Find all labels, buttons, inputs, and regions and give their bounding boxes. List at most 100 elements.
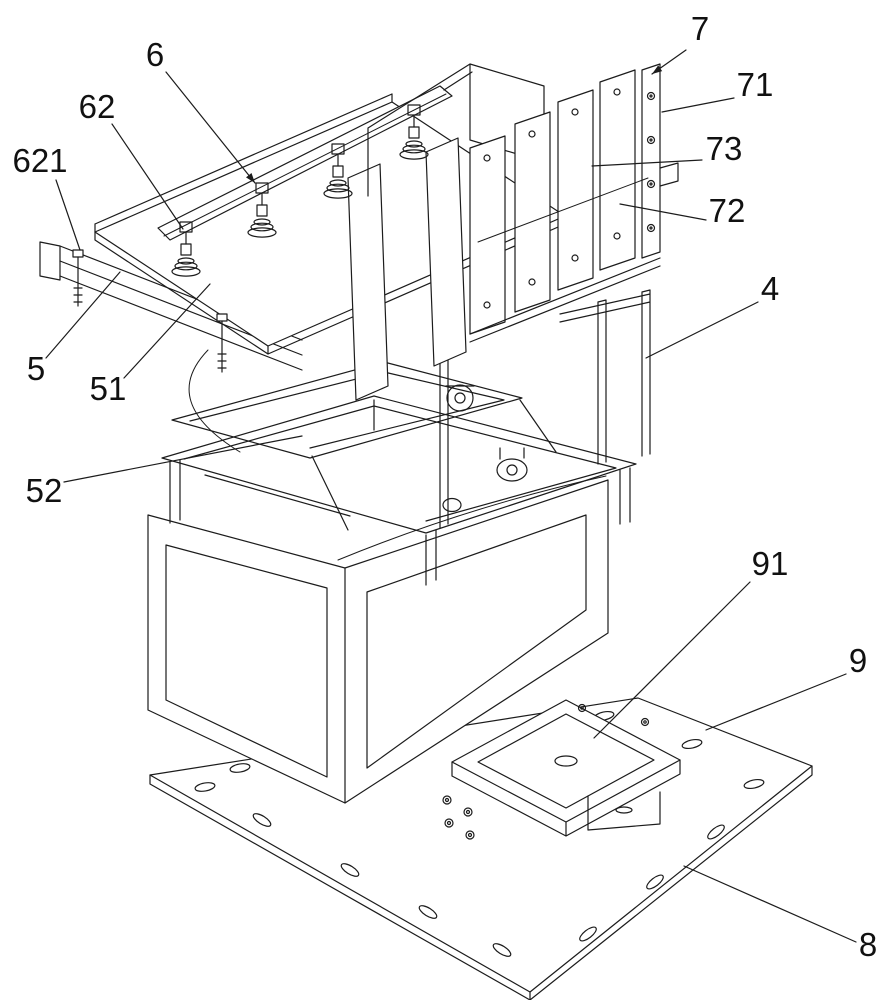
- cup-cylinder: [408, 126, 420, 139]
- suction-unit-62: [323, 143, 353, 199]
- rotary-plate-9: [451, 699, 681, 837]
- motor-mount: [499, 447, 525, 460]
- base-plate-thickness: [149, 765, 813, 1000]
- suction-unit-62: [247, 182, 277, 238]
- motor-shaft: [506, 464, 518, 476]
- slot-hole: [579, 926, 597, 942]
- guide-panel: [469, 135, 506, 335]
- coupling: [442, 497, 462, 513]
- bellows: [326, 183, 350, 193]
- leader-9: [705, 673, 847, 731]
- frame-rim-outer: [161, 395, 637, 534]
- label-51: 51: [90, 370, 127, 407]
- cup-cylinder: [180, 243, 192, 256]
- leader-52: [63, 435, 303, 483]
- slot-hole: [252, 813, 272, 827]
- panel-bolts: [483, 88, 656, 309]
- guide-panel-73: [557, 89, 594, 291]
- suction-beam-6: [157, 71, 473, 277]
- bellows: [177, 257, 195, 265]
- chute-mount-posts: [311, 399, 557, 531]
- slot-hole: [707, 824, 725, 840]
- label-4: 4: [761, 270, 779, 307]
- suction-cup: [399, 149, 429, 160]
- callout-labels: 6 62 621 5 51 52 7 71 73 72 4 91 9 8: [12, 10, 877, 963]
- label-5: 5: [27, 350, 45, 387]
- cabinet-box: [147, 475, 609, 804]
- plate-bolt: [577, 703, 587, 713]
- support-frame-4: [161, 289, 651, 586]
- frame-right-posts: [559, 289, 651, 465]
- base-plate-bolts: [442, 795, 475, 840]
- cup-cylinder: [256, 204, 268, 217]
- bellows: [250, 222, 274, 232]
- label-6: 6: [146, 36, 164, 73]
- label-9: 9: [849, 642, 867, 679]
- side-rail-end-cap: [39, 241, 61, 281]
- slot-hole: [743, 778, 765, 790]
- cabinet-front-panel: [165, 544, 328, 778]
- frame-rim-inner: [183, 405, 617, 522]
- cup-cylinder: [332, 165, 344, 178]
- suction-unit-62: [171, 221, 201, 277]
- beam-end-bracket: [443, 71, 473, 91]
- bellows: [402, 144, 426, 154]
- suction-cup: [171, 266, 201, 277]
- slot-hole: [681, 738, 703, 750]
- motor-body: [496, 458, 528, 482]
- rotary-support-block: [587, 791, 661, 831]
- bar-side-tab: [659, 162, 679, 187]
- beam-inner-line: [163, 93, 447, 237]
- panel-tie-rod: [477, 177, 649, 243]
- leader-4: [645, 301, 759, 359]
- frame-brace: [204, 474, 351, 517]
- bellows: [253, 218, 271, 226]
- slot-hole: [646, 874, 664, 890]
- cabinet-side-panel: [366, 514, 587, 769]
- leader-91: [593, 581, 751, 739]
- frame-legs: [169, 399, 631, 586]
- side-wall-fin: [347, 163, 389, 401]
- panel-bottom-rail: [469, 257, 661, 343]
- screw-head: [72, 249, 84, 258]
- leader-6: [165, 71, 256, 184]
- screw-shaft: [73, 256, 83, 307]
- label-52: 52: [26, 472, 63, 509]
- screw-shaft: [217, 320, 227, 373]
- leader-6-arrowhead: [246, 173, 255, 183]
- cam-roller-hub: [454, 392, 466, 404]
- center-hole: [554, 755, 578, 767]
- label-71: 71: [737, 66, 774, 103]
- leader-62: [111, 123, 184, 230]
- adjusting-screw-621: [72, 249, 84, 307]
- slot-hole: [492, 943, 512, 957]
- label-91: 91: [752, 545, 789, 582]
- suction-unit-62: [399, 104, 429, 160]
- inclined-plate-lip: [94, 93, 393, 233]
- guide-panel: [514, 111, 551, 313]
- rotary-plate-inner-square-91: [477, 713, 655, 809]
- leader-7-arrowhead: [652, 65, 663, 74]
- label-72: 72: [709, 192, 746, 229]
- curved-rod: [188, 349, 241, 453]
- chute-subframe-52: [171, 361, 523, 459]
- leader-8: [683, 865, 857, 943]
- block-slot: [615, 806, 633, 814]
- plate-bolt-dot: [580, 706, 584, 710]
- base-plate-slots: [194, 710, 765, 957]
- plate-bolt-dot: [643, 720, 647, 724]
- chute-subframe-inner: [189, 371, 505, 449]
- plate-bolt: [640, 717, 650, 727]
- label-621: 621: [12, 142, 67, 179]
- suction-cup: [247, 227, 277, 238]
- leader-5: [45, 271, 121, 359]
- side-wall-fin: [425, 137, 467, 367]
- bellows: [174, 261, 198, 271]
- slot-hole: [418, 905, 438, 919]
- slot-hole: [229, 763, 251, 773]
- bellows: [329, 179, 347, 187]
- leader-73: [591, 159, 703, 167]
- label-62: 62: [79, 88, 116, 125]
- leader-lines: [45, 49, 857, 943]
